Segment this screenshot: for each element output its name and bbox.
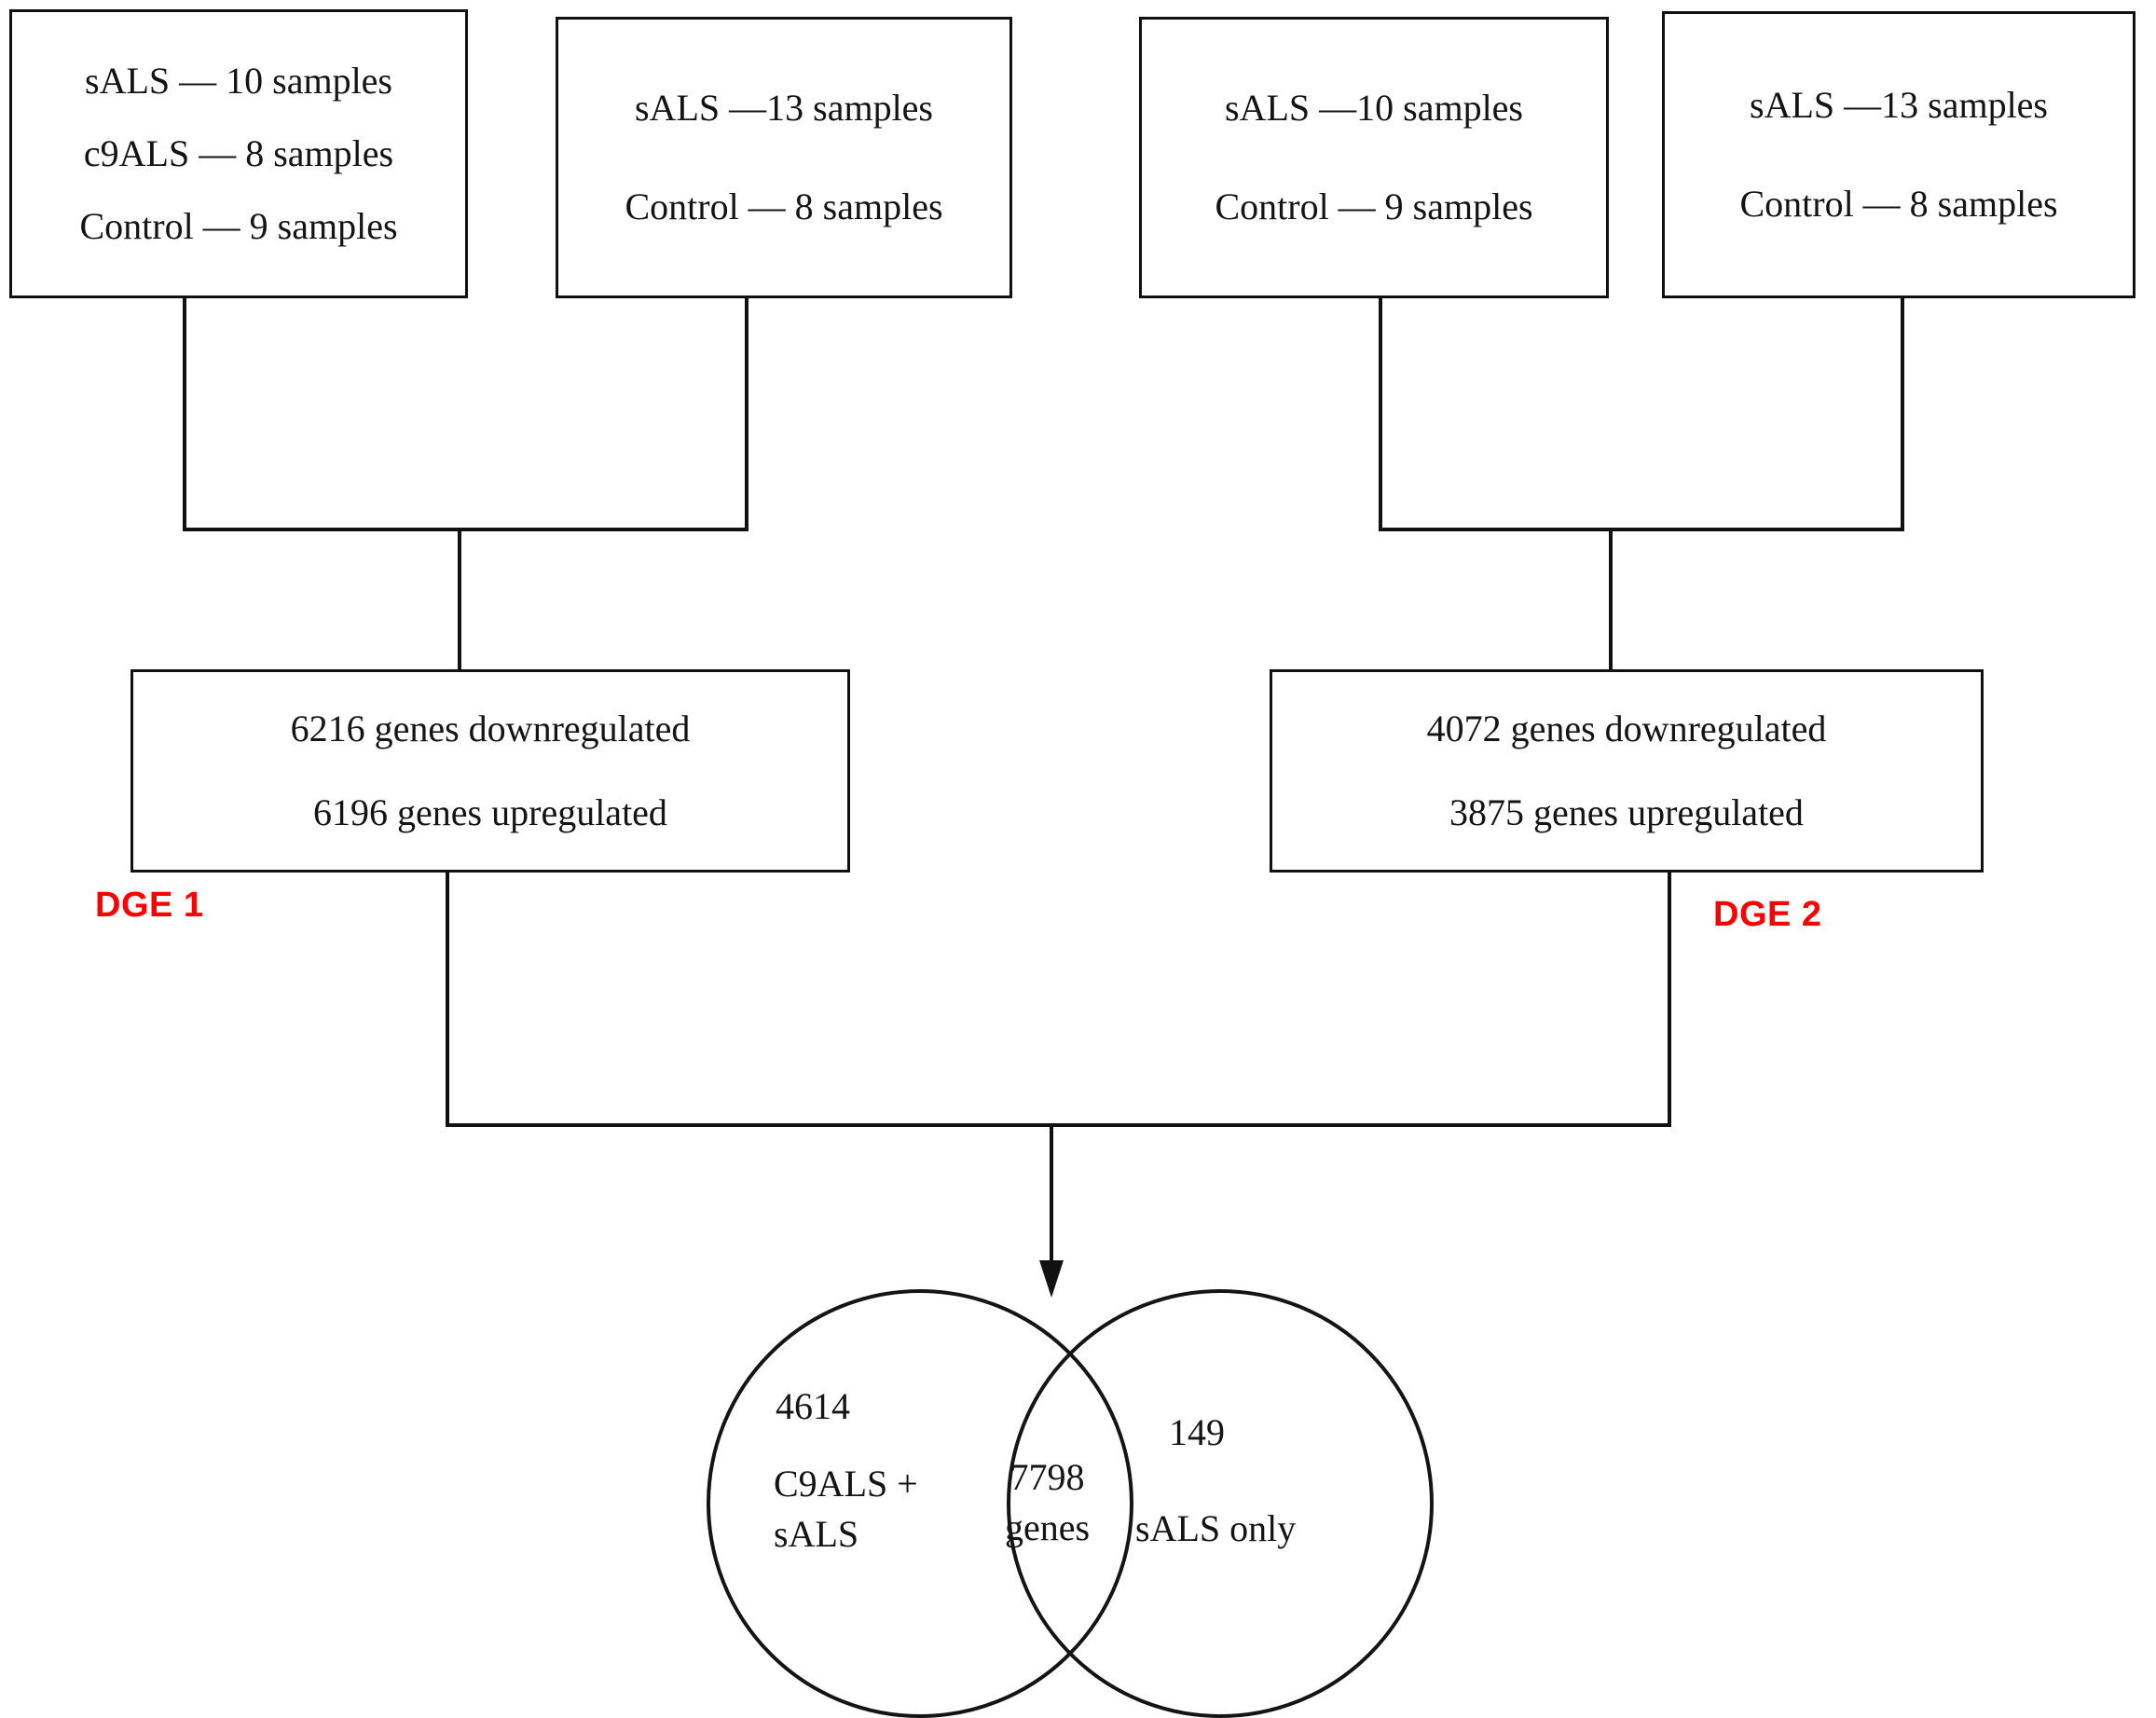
cohort-1-line-3: Control — 9 samples bbox=[79, 205, 398, 247]
arrow-to-venn bbox=[1039, 1123, 1064, 1298]
cohort-1-line-1: sALS — 10 samples bbox=[85, 60, 392, 102]
cohort-2-line-2: Control — 8 samples bbox=[625, 186, 943, 227]
cohort-4-line-1: sALS —13 samples bbox=[1750, 84, 2048, 126]
cohort-box-3: sALS —10 samples Control — 9 samples bbox=[1139, 17, 1609, 298]
venn-left-label-line-2: sALS bbox=[774, 1513, 859, 1555]
cohort-box-4: sALS —13 samples Control — 8 samples bbox=[1662, 11, 2135, 298]
venn-right-label: sALS only bbox=[1135, 1507, 1297, 1549]
connector-cohort-2-down bbox=[745, 296, 748, 531]
dge-2-upregulated: 3875 genes upregulated bbox=[1449, 791, 1804, 833]
stage-label-dge-1: DGE 1 bbox=[95, 886, 204, 925]
connector-right-join-bar bbox=[1379, 528, 1904, 531]
venn-left-label: C9ALS + sALS bbox=[774, 1459, 918, 1560]
cohort-4-line-2: Control — 8 samples bbox=[1739, 183, 2058, 225]
dge-1-box: 6216 genes downregulated 6196 genes upre… bbox=[130, 669, 850, 873]
cohort-2-line-1: sALS —13 samples bbox=[635, 87, 933, 129]
cohort-box-1: sALS — 10 samples c9ALS — 8 samples Cont… bbox=[9, 9, 468, 298]
dge-1-downregulated: 6216 genes downregulated bbox=[290, 708, 691, 749]
dge-2-box: 4072 genes downregulated 3875 genes upre… bbox=[1270, 669, 1984, 873]
venn-left-count: 4614 bbox=[776, 1385, 850, 1427]
cohort-1-line-2: c9ALS — 8 samples bbox=[83, 132, 394, 174]
venn-ellipse-right bbox=[1007, 1289, 1434, 1718]
venn-center-line-1: 7798 bbox=[1009, 1456, 1085, 1498]
connector-cohort-4-down bbox=[1901, 296, 1904, 531]
dge-2-downregulated: 4072 genes downregulated bbox=[1426, 708, 1827, 749]
connector-left-join-bar bbox=[183, 528, 748, 531]
cohort-box-2: sALS —13 samples Control — 8 samples bbox=[556, 17, 1012, 298]
venn-ellipse-left bbox=[707, 1289, 1133, 1718]
venn-diagram bbox=[652, 1277, 1491, 1718]
stage-label-dge-2: DGE 2 bbox=[1713, 895, 1822, 934]
connector-dge1-down bbox=[446, 871, 449, 1126]
dge-1-upregulated: 6196 genes upregulated bbox=[313, 791, 667, 833]
connector-cohort-3-down bbox=[1379, 296, 1382, 531]
venn-center-label: 7798 genes bbox=[1005, 1452, 1090, 1553]
venn-right-count: 149 bbox=[1169, 1411, 1225, 1453]
connector-left-to-dge1 bbox=[458, 528, 461, 671]
connector-cohort-1-down bbox=[183, 296, 186, 531]
venn-left-label-line-1: C9ALS + bbox=[774, 1463, 918, 1505]
cohort-3-line-1: sALS —10 samples bbox=[1225, 87, 1523, 129]
connector-right-to-dge2 bbox=[1609, 528, 1613, 671]
connector-dge2-down bbox=[1668, 871, 1671, 1126]
cohort-3-line-2: Control — 9 samples bbox=[1215, 186, 1533, 227]
venn-center-line-2: genes bbox=[1005, 1506, 1091, 1548]
connector-bottom-join-bar bbox=[446, 1123, 1671, 1127]
